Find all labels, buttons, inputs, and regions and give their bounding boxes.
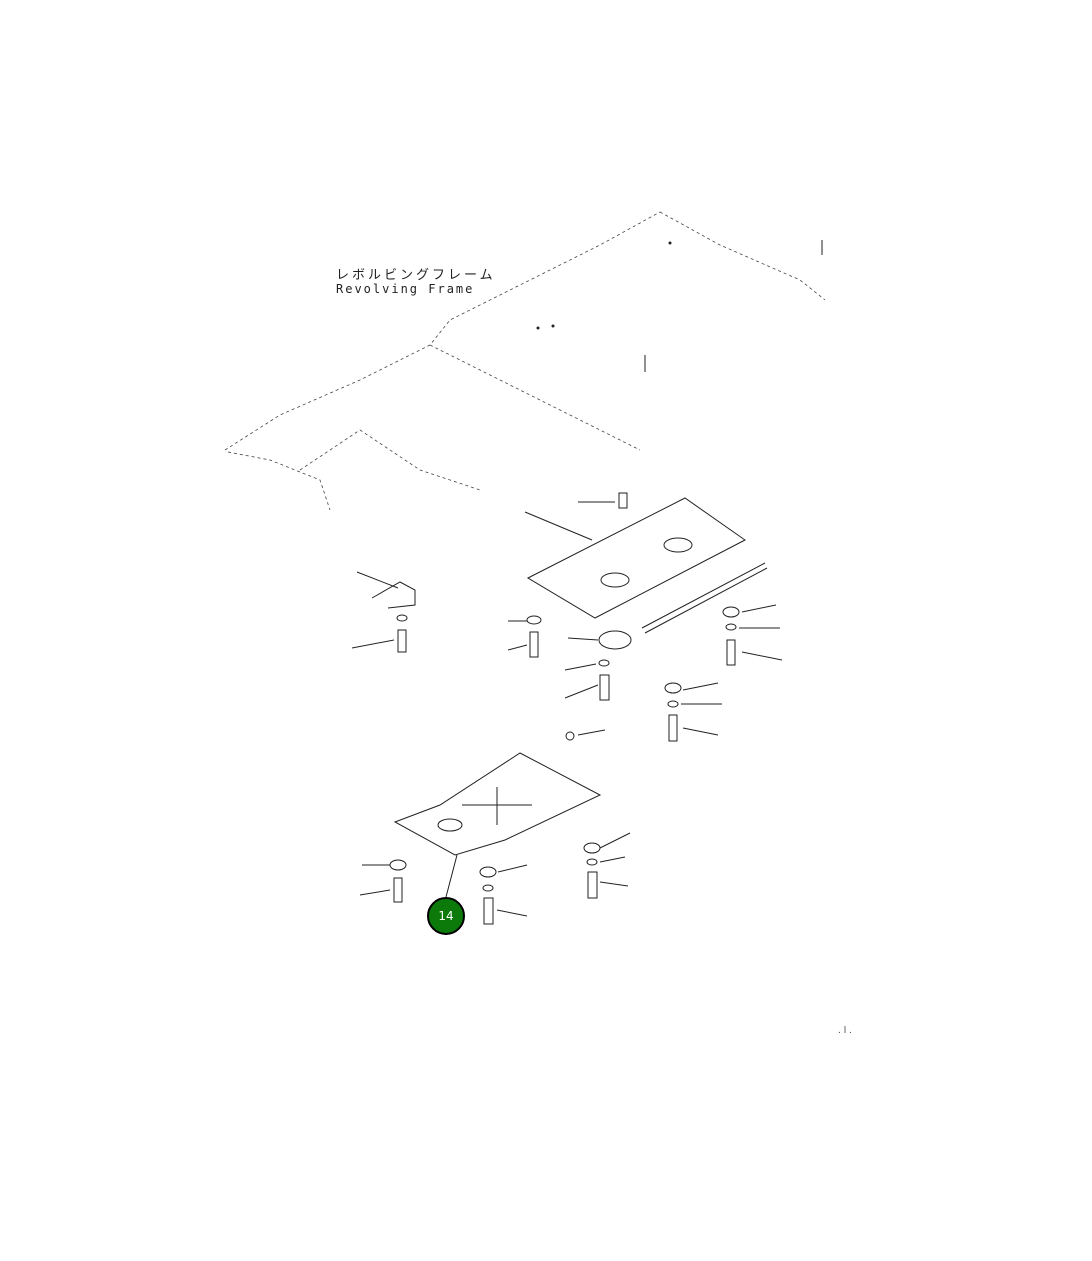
- fasteners: [389, 492, 740, 925]
- revolving-frame: [224, 211, 826, 511]
- frame-label-english: Revolving Frame: [336, 282, 475, 296]
- bracket: [356, 571, 416, 609]
- frame-label-japanese: レボルビングフレーム: [336, 268, 496, 283]
- callout-number: 14: [438, 909, 454, 923]
- part-callout-14[interactable]: 14: [427, 897, 465, 935]
- lower-cover-plate: [393, 752, 602, 898]
- leader-lines: [351, 501, 783, 917]
- upper-cover-plate: [524, 497, 746, 619]
- page-mark: . l .: [838, 1026, 852, 1036]
- long-bar: [641, 562, 768, 634]
